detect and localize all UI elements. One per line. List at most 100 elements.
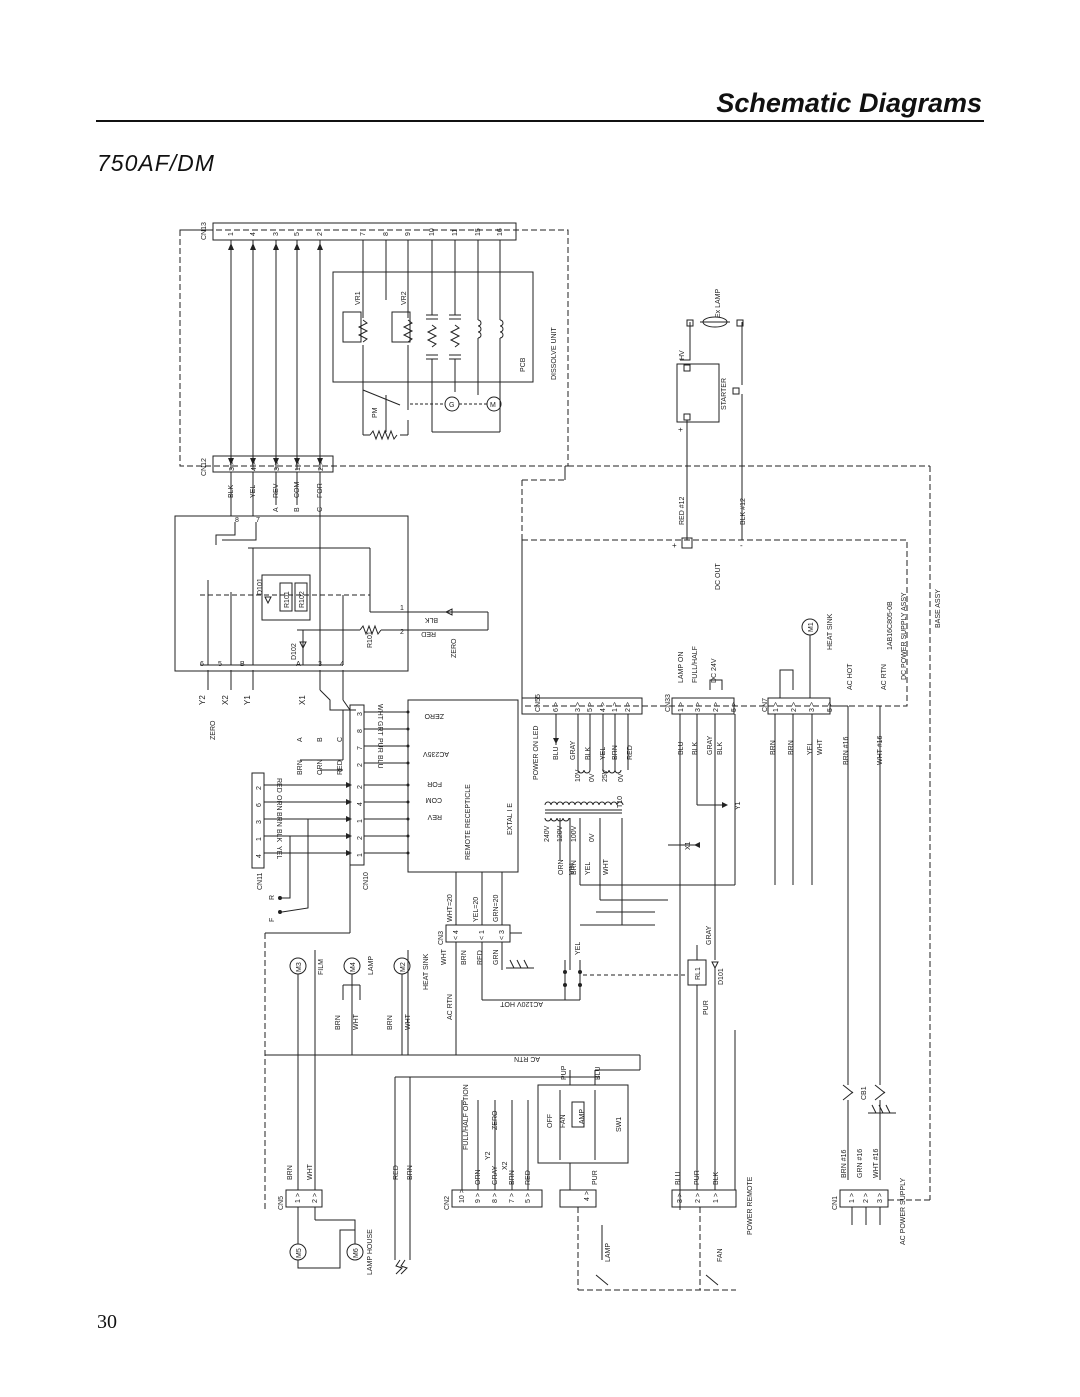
lamp-motor-label: LAMP	[368, 956, 375, 975]
cb1-label: CB1	[861, 1086, 868, 1100]
cn55-pin-3: 4 >	[600, 702, 607, 712]
brn-wire-m4: BRN	[387, 1015, 394, 1030]
rl1-label: RL1	[695, 967, 702, 980]
cn55-pin-2: 5 >	[587, 702, 594, 712]
cn33-label: CN33	[665, 694, 672, 712]
rf-switch: R F	[265, 819, 351, 934]
cn11-pin-3: 1	[256, 837, 263, 841]
cn10-wire-2: PUR	[376, 738, 383, 753]
lamp-feed: RED BRN	[393, 1076, 600, 1275]
cn3-label: CN3	[438, 931, 445, 945]
circuit-breaker: CB1	[842, 1084, 896, 1180]
cn1-pin-0: 1 >	[849, 1193, 856, 1203]
cn3-pin-1: < 1	[479, 930, 486, 940]
cn10-wire-3: BLU	[376, 755, 383, 769]
cn7-pin-3: 5 >	[827, 702, 834, 712]
full-half-label: FULL/HALF	[692, 646, 699, 683]
red-relay-label: RED	[421, 630, 436, 637]
cn10-pin-4: 2	[357, 785, 364, 789]
starter-label: STARTER	[721, 378, 728, 410]
vr2-label: VR2	[401, 291, 408, 305]
tr-wire-4: BRN	[571, 860, 578, 875]
cn11-pin-0: 2	[256, 786, 263, 790]
cn13-pin-3: 5	[294, 232, 301, 236]
cn12-sub-1: B	[294, 507, 301, 512]
cn2-pin-1: 9 >	[475, 1193, 482, 1203]
cn11-label: CN11	[257, 873, 264, 890]
cn10-pin-6: 1	[357, 819, 364, 823]
wht-wire-m3: WHT	[353, 1013, 360, 1030]
svg-text:8: 8	[235, 517, 239, 524]
ac-rtn-right-label: AC RTN	[881, 664, 888, 690]
m6-label: M6	[353, 1248, 360, 1258]
svg-text:4 >: 4 >	[584, 1191, 591, 1201]
lamp-switch-label: LAMP	[579, 1109, 586, 1128]
full-half-option-label: FULL/HALF OPTION	[463, 1084, 470, 1150]
xy-wires	[207, 670, 356, 711]
remote-receptacle-label: REMOTE RECEPTICLE	[465, 784, 472, 860]
cn12-pin-3: 1 >	[295, 461, 302, 471]
svg-text:2: 2	[400, 629, 404, 636]
cn3-wire-2: GRN=20	[493, 894, 500, 922]
cn11-pin-4: 4	[256, 854, 263, 858]
m3-label: M3	[296, 962, 303, 972]
cn13-pin-11: 16	[497, 228, 504, 236]
rev-rr-label: REV	[427, 813, 442, 820]
cn3-pin-2: < 3	[499, 930, 506, 940]
cn7-pin-0: 1 >	[773, 702, 780, 712]
svg-text:7: 7	[256, 517, 260, 524]
red-lamp-label: RED	[393, 1165, 400, 1180]
tr-tap-sec-1: 0V	[589, 773, 596, 782]
sw1-label: SW1	[616, 1117, 623, 1132]
r102-label: R102	[299, 591, 306, 608]
lamp-house-label: LAMP HOUSE	[367, 1229, 374, 1275]
power-remote-label: POWER REMOTE	[747, 1176, 754, 1235]
tr-tap-pri-0: 240V	[544, 825, 551, 842]
m-label: M	[490, 402, 496, 409]
cn2-label: CN2	[444, 1196, 451, 1210]
y1-label: Y1	[243, 695, 252, 705]
red12-label: RED #12	[679, 496, 686, 525]
motor-group: M3 FILM M4 LAMP M2 HEAT SINK BRN WHT BRN…	[264, 933, 640, 1210]
tr-tap-sec-3: 0V	[618, 773, 625, 782]
svg-text:A: A	[296, 661, 301, 668]
cn7-pin-1: 2 >	[791, 702, 798, 712]
grn-wire-cn3: GRN	[493, 949, 500, 965]
f-label: F	[269, 918, 276, 922]
cn55-wire-1: GRAY	[570, 740, 577, 760]
cn2-pin-2: 8 >	[492, 1193, 499, 1203]
cn5-wire-0: BRN	[287, 1165, 294, 1180]
yel-relay-label: YEL	[575, 942, 582, 955]
com-rr-label: COM	[426, 796, 443, 803]
cn33-wire-3: BLK	[717, 741, 724, 755]
cn12-pin-2: 3 >	[274, 461, 281, 471]
tr-wire-0: ORN	[558, 859, 565, 875]
plus-starter-label: +	[676, 427, 685, 432]
cn33-wire-2: GRAY	[707, 735, 714, 755]
page-number: 30	[97, 1311, 117, 1333]
cn33-pin-0: 1 >	[678, 702, 685, 712]
ac-hot-label: AC HOT	[847, 663, 854, 690]
cn10-color-1: ORN	[317, 759, 324, 775]
power-on-led-label: POWER ON LED	[533, 726, 540, 780]
vr1-label: VR1	[355, 291, 362, 305]
cn13-pin-10: 15	[475, 228, 482, 236]
cn5-wire-1: WHT	[307, 1163, 314, 1180]
tr-tap-sec-2: 25V	[602, 769, 609, 782]
cn13-pin-0: 1	[228, 232, 235, 236]
pcb-dissolve-unit: DISSOLVE UNIT PCB VR1 VR2 PM	[179, 229, 569, 467]
off-label: OFF	[547, 1114, 554, 1128]
wht-wire-m4: WHT	[405, 1013, 412, 1030]
dc-psu-label: DC POWER SUPPLY ASSY	[901, 592, 908, 680]
cn13-pin-1: 4	[250, 232, 257, 236]
red-wire-cn3: RED	[477, 950, 484, 965]
cn55-wire-0: BLU	[553, 746, 560, 760]
